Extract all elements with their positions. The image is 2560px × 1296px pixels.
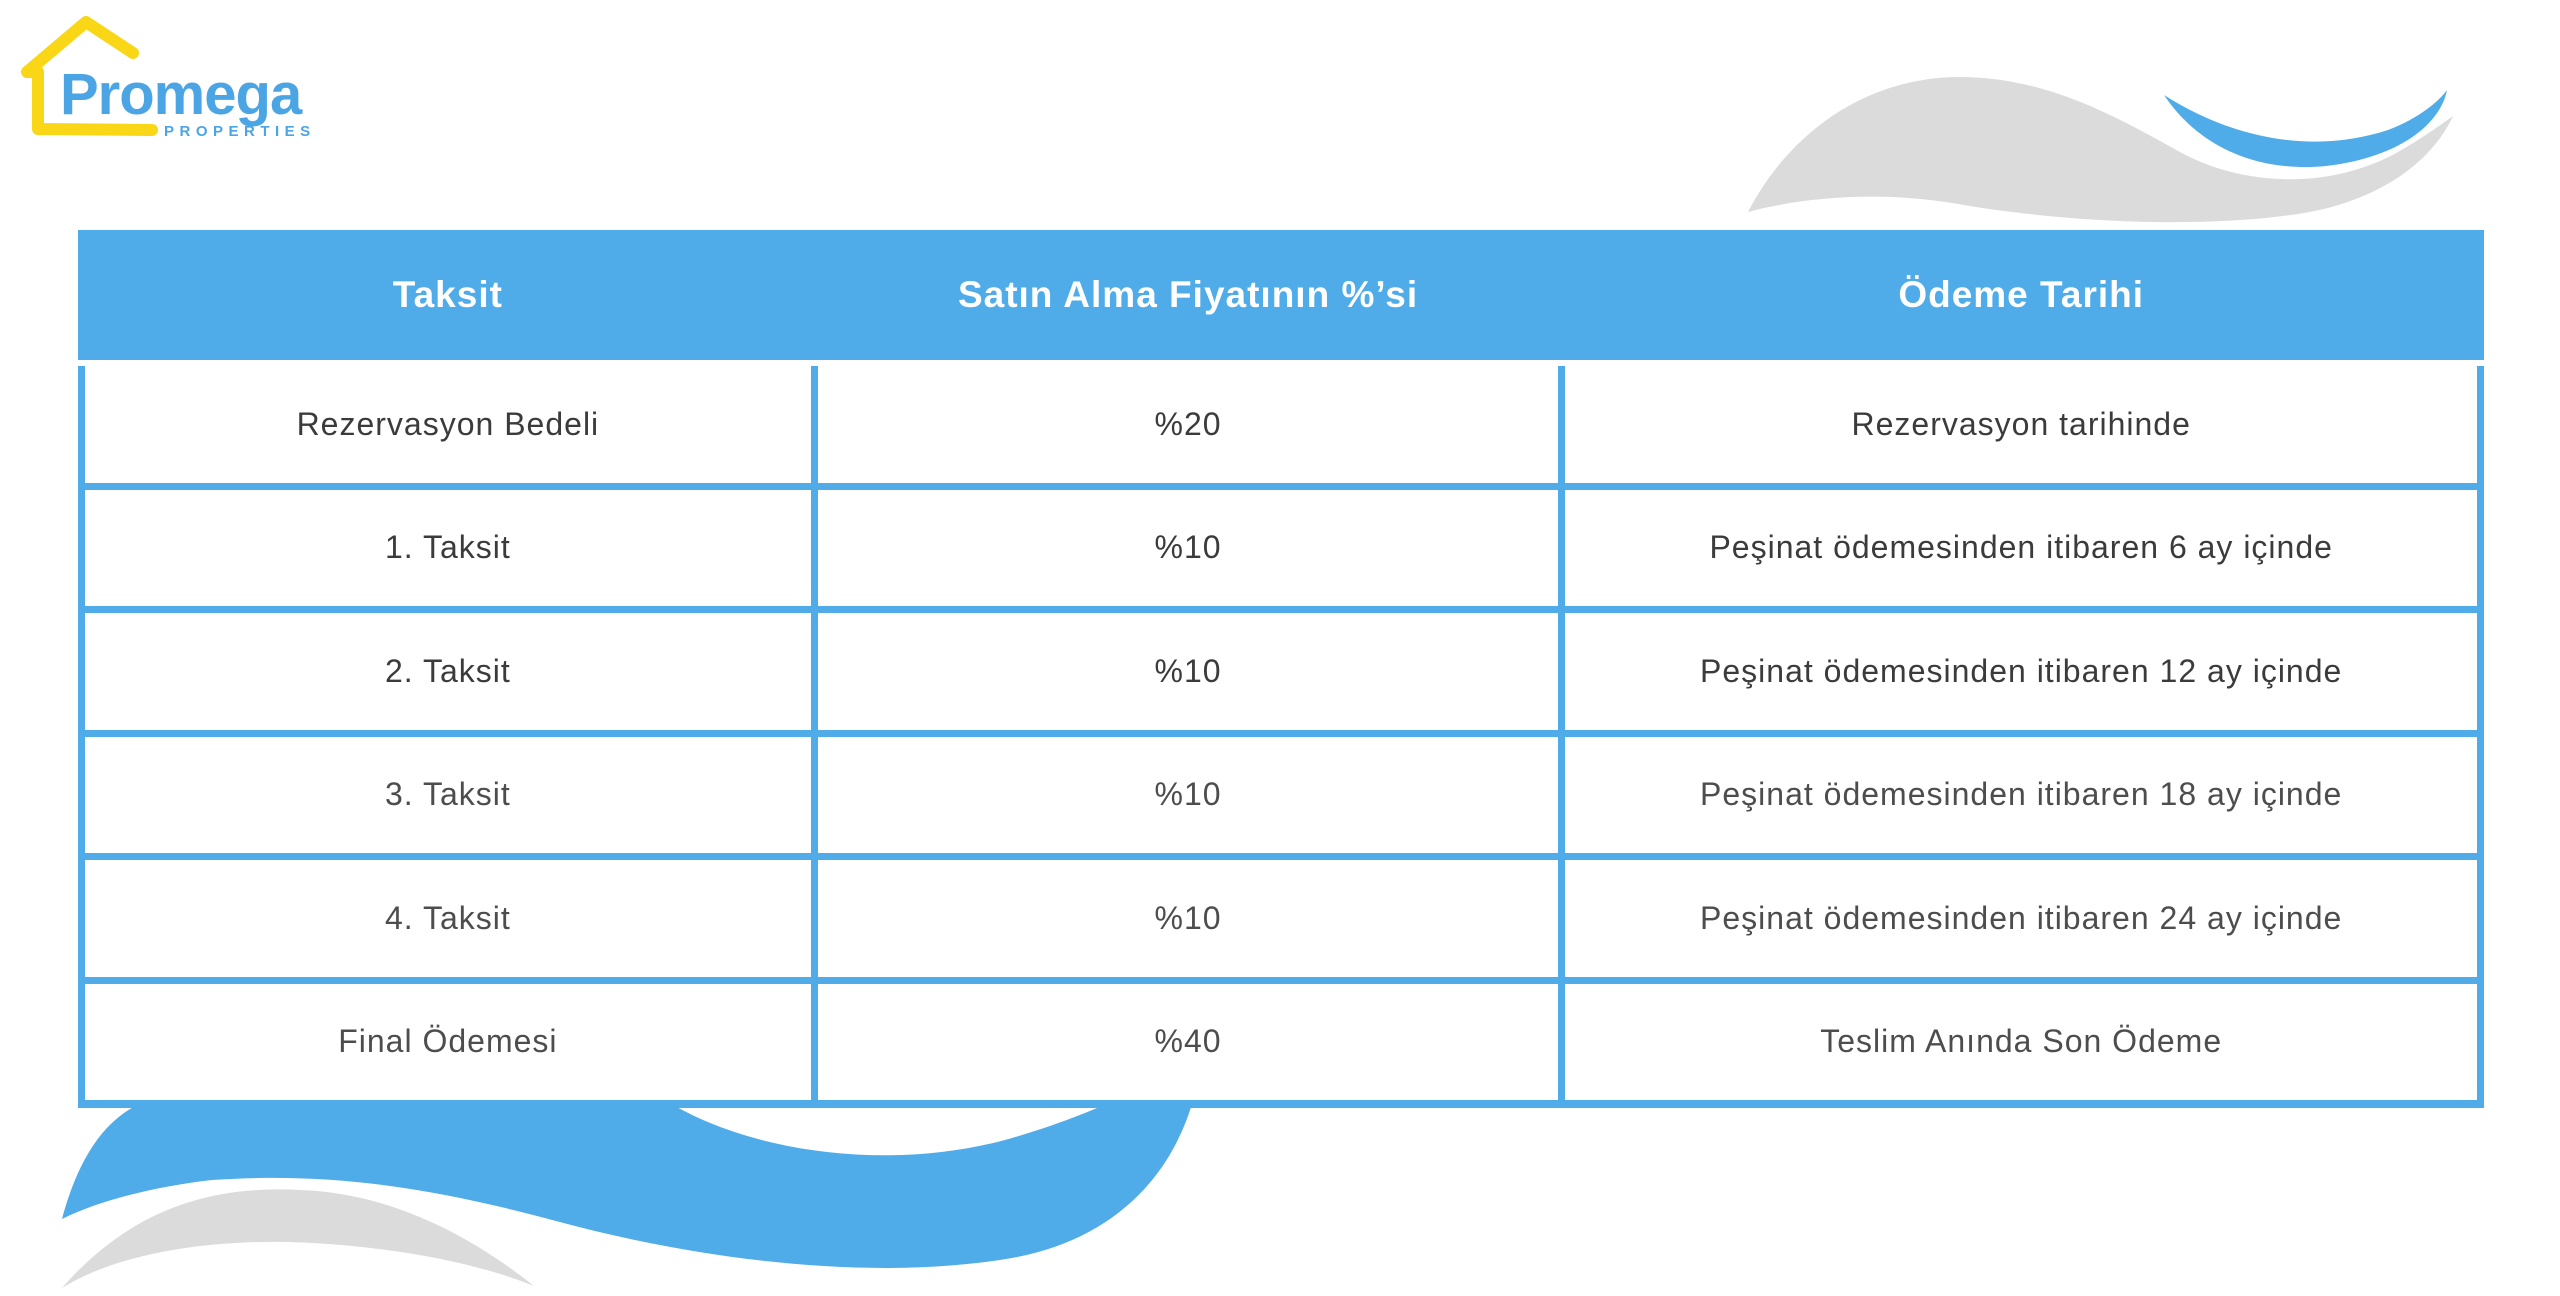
wave-decoration-top-right-icon bbox=[1748, 76, 2453, 223]
payment-plan-table: Taksit Satın Alma Fiyatının %’si Ödeme T… bbox=[78, 230, 2484, 1108]
table-header-row: Taksit Satın Alma Fiyatının %’si Ödeme T… bbox=[85, 230, 2477, 360]
table-cell: %40 bbox=[817, 983, 1559, 1100]
header-body-divider bbox=[78, 360, 2484, 366]
table-cell: Peşinat ödemesinden itibaren 6 ay içinde bbox=[1565, 489, 2477, 606]
table-cell: Peşinat ödemesinden itibaren 24 ay içind… bbox=[1565, 860, 2477, 977]
table-cell: 3. Taksit bbox=[85, 736, 811, 853]
table-cell: %20 bbox=[817, 366, 1559, 483]
header-cell-odeme-tarihi: Ödeme Tarihi bbox=[1898, 274, 2145, 315]
house-logo-icon bbox=[21, 16, 158, 136]
table-cell: Rezervasyon Bedeli bbox=[85, 366, 811, 483]
header-cell-taksit: Taksit bbox=[392, 274, 503, 315]
brand-name: Promega bbox=[60, 62, 302, 127]
brand-tagline: PROPERTIES bbox=[164, 123, 316, 140]
table-cell: %10 bbox=[817, 736, 1559, 853]
table-cell: %10 bbox=[817, 489, 1559, 606]
table-cell: %10 bbox=[817, 613, 1559, 730]
table-cell: 1. Taksit bbox=[85, 489, 811, 606]
header-cell-percentage: Satın Alma Fiyatının %’si bbox=[957, 274, 1419, 315]
table-cell: Teslim Anında Son Ödeme bbox=[1565, 983, 2477, 1100]
table-cell: 2. Taksit bbox=[85, 613, 811, 730]
table-body: Rezervasyon Bedeli %20 Rezervasyon tarih… bbox=[85, 366, 2477, 1100]
table-cell: Peşinat ödemesinden itibaren 12 ay içind… bbox=[1565, 613, 2477, 730]
table-cell: Peşinat ödemesinden itibaren 18 ay içind… bbox=[1565, 736, 2477, 853]
table-cell: %10 bbox=[817, 860, 1559, 977]
table-cell: Rezervasyon tarihinde bbox=[1565, 366, 2477, 483]
table-cell: Final Ödemesi bbox=[85, 983, 811, 1100]
table-cell: 4. Taksit bbox=[85, 860, 811, 977]
